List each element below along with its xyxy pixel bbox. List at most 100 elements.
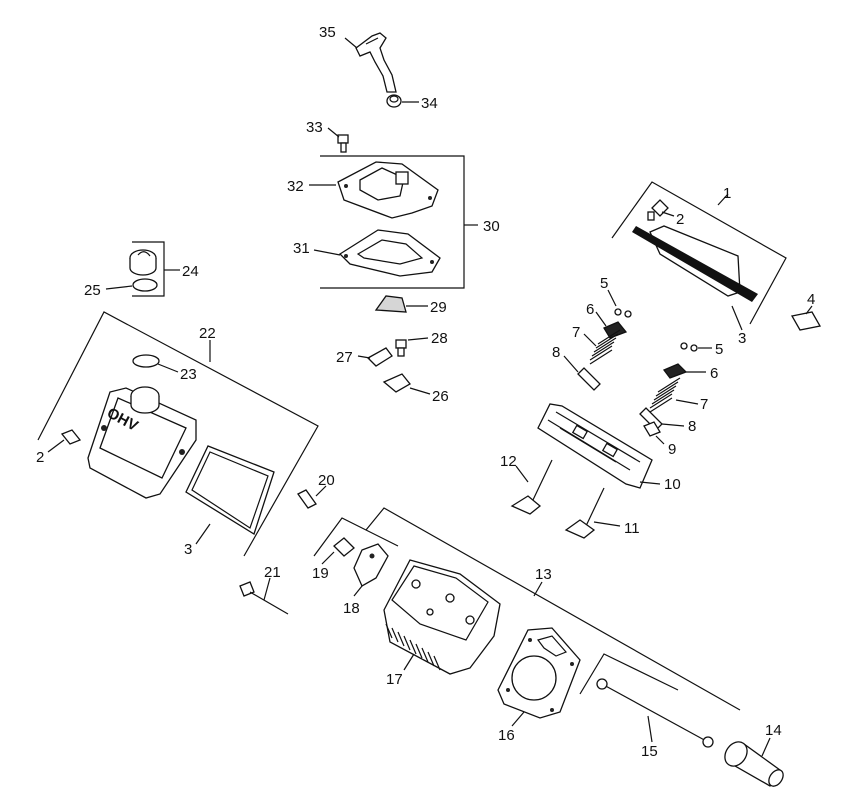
- label-18: 18: [343, 600, 360, 617]
- breather-cover: [337, 161, 439, 219]
- leader-18: [353, 585, 363, 597]
- valve-cover-kit-left: [37, 311, 319, 557]
- intake-valve: [564, 487, 605, 539]
- gasket-left: [185, 445, 275, 535]
- leader-35: [344, 37, 358, 49]
- valve-cover-left: OHV: [87, 386, 197, 499]
- leader-31: [313, 249, 341, 256]
- leader-8-a: [563, 355, 579, 373]
- leader-9: [655, 435, 665, 445]
- cap-o-ring: [132, 278, 158, 292]
- label-25: 25: [84, 282, 101, 299]
- label-17: 17: [386, 671, 403, 688]
- leader-12: [515, 465, 529, 483]
- filter-element: [374, 295, 407, 313]
- leader-13: [533, 581, 543, 597]
- leader-7-a: [583, 333, 597, 347]
- label-21: 21: [264, 564, 281, 581]
- keeper-b: [680, 342, 698, 352]
- leader-17: [403, 653, 415, 671]
- label-16: 16: [498, 727, 515, 744]
- leader-2-right: [661, 211, 675, 217]
- label-3-left: 3: [184, 541, 192, 558]
- label-12: 12: [500, 453, 517, 470]
- label-23: 23: [180, 366, 197, 383]
- leader-2-left: [47, 439, 65, 453]
- label-32: 32: [287, 178, 304, 195]
- reed-stop: [366, 347, 393, 367]
- breather-gasket: [338, 229, 441, 277]
- o-ring: [132, 354, 160, 368]
- label-22: 22: [199, 325, 216, 342]
- label-34: 34: [421, 95, 438, 112]
- gasket-right: [632, 226, 758, 302]
- leader-3-right: [731, 305, 743, 331]
- breather-screw: [337, 134, 349, 153]
- label-20: 20: [318, 472, 335, 489]
- rocker-stud: [297, 489, 317, 509]
- leader-11: [593, 521, 621, 527]
- label-10: 10: [664, 476, 681, 493]
- label-13: 13: [535, 566, 552, 583]
- label-8-b: 8: [688, 418, 696, 435]
- leader-3-left: [195, 523, 211, 545]
- label-3-right: 3: [738, 330, 746, 347]
- rocker-arm: [353, 543, 389, 587]
- leader-33: [327, 127, 340, 138]
- leader-21: [263, 577, 271, 601]
- push-rod-kit-bracket: [579, 653, 679, 695]
- label-4: 4: [807, 291, 815, 308]
- label-31: 31: [293, 240, 310, 257]
- label-6-a: 6: [586, 301, 594, 318]
- cylinder-head-kit-bracket: [365, 507, 741, 711]
- label-35: 35: [319, 24, 336, 41]
- head-gasket: [497, 627, 581, 719]
- spring-retainer-a: [603, 321, 628, 339]
- label-9: 9: [668, 441, 676, 458]
- valve-cap: [643, 421, 661, 437]
- head-bolt: [239, 581, 289, 615]
- label-7-a: 7: [572, 324, 580, 341]
- valve-spring-b: [649, 377, 681, 413]
- leader-5-a: [607, 289, 617, 307]
- hose-clamp: [386, 94, 402, 108]
- leader-8-b: [661, 423, 685, 427]
- bracket-clip: [790, 311, 822, 331]
- leader-6-a: [595, 311, 607, 327]
- screw-left: [60, 429, 82, 445]
- spring-retainer-b: [662, 363, 688, 379]
- label-2-left: 2: [36, 449, 44, 466]
- leader-27: [357, 355, 371, 359]
- label-27: 27: [336, 349, 353, 366]
- breather-hose: [355, 32, 397, 93]
- leader-20: [315, 485, 327, 497]
- leader-4: [805, 305, 813, 315]
- leader-23: [157, 363, 179, 373]
- screw-right: [647, 199, 669, 221]
- leader-15: [647, 715, 653, 743]
- label-26: 26: [432, 388, 449, 405]
- exhaust-valve: [510, 459, 553, 515]
- cylinder-head: [383, 559, 501, 675]
- label-14: 14: [765, 722, 782, 739]
- leader-10: [639, 481, 661, 485]
- rocker-pivot: [333, 537, 355, 557]
- leader-16: [511, 711, 525, 727]
- cylinder-head-right: [537, 403, 653, 489]
- label-6-b: 6: [710, 365, 718, 382]
- label-19: 19: [312, 565, 329, 582]
- keeper-a: [614, 308, 632, 318]
- valve-cover-kit-bracket: [611, 181, 787, 325]
- leader-7-b: [675, 399, 699, 405]
- label-2-right: 2: [676, 211, 684, 228]
- rocker-kit-bracket: [313, 517, 399, 557]
- leader-28: [407, 337, 429, 341]
- tappet: [724, 741, 784, 787]
- label-28: 28: [431, 330, 448, 347]
- reed-screw: [395, 339, 407, 357]
- breather-reed: [382, 373, 411, 393]
- label-15: 15: [641, 743, 658, 760]
- label-5-a: 5: [600, 275, 608, 292]
- label-7-b: 7: [700, 396, 708, 413]
